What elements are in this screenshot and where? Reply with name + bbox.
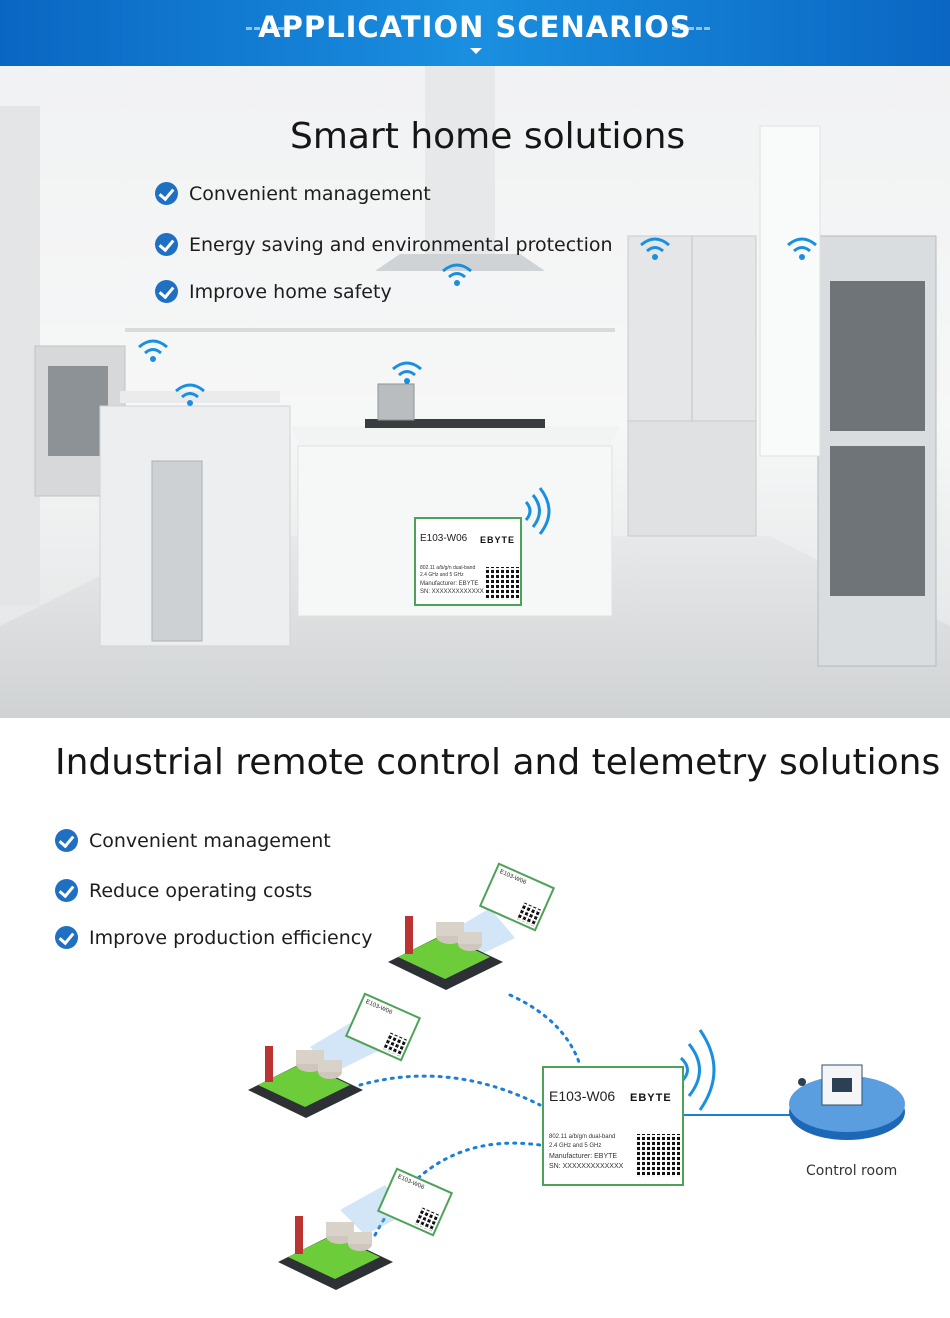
wifi-icon <box>175 383 205 406</box>
industrial-heading: Industrial remote control and telemetry … <box>55 742 941 783</box>
banner-dash-right <box>672 27 710 33</box>
module-line-2: 2.4 GHz and 5 GHz <box>549 1143 602 1149</box>
module-line-4: SN: XXXXXXXXXXXXX <box>549 1163 624 1170</box>
wifi-icon <box>442 263 472 286</box>
module-line-1: 802.11 a/b/g/n dual-band <box>420 565 476 571</box>
industrial-feature-3: Improve production efficiency <box>55 926 372 950</box>
module-name: E103-W06 <box>420 533 468 544</box>
module-card-home: E103-W06 EBYTE 802.11 a/b/g/n dual-band … <box>414 517 522 606</box>
check-icon <box>55 879 78 902</box>
home-feature-1: Convenient management <box>155 182 431 206</box>
check-icon <box>55 829 78 852</box>
module-line-3: Manufacturer: EBYTE <box>420 581 479 587</box>
home-feature-1-label: Convenient management <box>189 183 431 205</box>
check-icon <box>155 280 178 303</box>
home-feature-2-label: Energy saving and environmental protecti… <box>189 234 613 256</box>
banner-dash-left <box>246 27 284 33</box>
wifi-icon <box>787 237 817 260</box>
module-line-1: 802.11 a/b/g/n dual-band <box>549 1134 616 1140</box>
industrial-feature-1-label: Convenient management <box>89 830 331 852</box>
module-line-2: 2.4 GHz and 5 GHz <box>420 572 464 578</box>
qr-code-icon <box>517 902 541 927</box>
smart-home-scene: Smart home solutions Convenient manageme… <box>0 66 950 718</box>
banner-title: APPLICATION SCENARIOS <box>258 10 692 44</box>
home-feature-2: Energy saving and environmental protecti… <box>155 233 613 257</box>
factory-icon <box>248 1046 363 1118</box>
kitchen-illustration <box>0 66 950 718</box>
check-icon <box>155 233 178 256</box>
module-card-central: E103-W06 EBYTE 802.11 a/b/g/n dual-band … <box>542 1066 684 1186</box>
module-brand: EBYTE <box>480 535 516 545</box>
industrial-feature-2-label: Reduce operating costs <box>89 880 313 902</box>
home-feature-3: Improve home safety <box>155 280 392 304</box>
home-heading: Smart home solutions <box>290 116 686 157</box>
control-room-label: Control room <box>806 1163 898 1179</box>
factory-icon <box>388 916 503 990</box>
qr-code-icon <box>637 1134 680 1177</box>
module-line-4: SN: XXXXXXXXXXXXX <box>420 589 484 595</box>
wifi-icon <box>138 339 168 362</box>
industrial-feature-3-label: Improve production efficiency <box>89 927 373 949</box>
wifi-icon <box>640 237 670 260</box>
caret-down-icon <box>470 48 482 54</box>
qr-code-icon <box>383 1032 407 1057</box>
wifi-icon <box>392 361 422 384</box>
header-banner: APPLICATION SCENARIOS <box>0 0 950 66</box>
check-icon <box>155 182 178 205</box>
signal-waves-icon <box>524 487 551 535</box>
qr-code-icon <box>415 1207 439 1232</box>
home-feature-3-label: Improve home safety <box>189 281 392 303</box>
factory-icon <box>278 1216 393 1290</box>
industrial-feature-2: Reduce operating costs <box>55 879 312 903</box>
module-name: E103-W06 <box>549 1088 616 1104</box>
qr-code-icon <box>486 567 519 600</box>
check-icon <box>55 926 78 949</box>
module-brand: EBYTE <box>630 1092 672 1104</box>
industrial-feature-1: Convenient management <box>55 829 331 853</box>
module-line-3: Manufacturer: EBYTE <box>549 1153 618 1160</box>
